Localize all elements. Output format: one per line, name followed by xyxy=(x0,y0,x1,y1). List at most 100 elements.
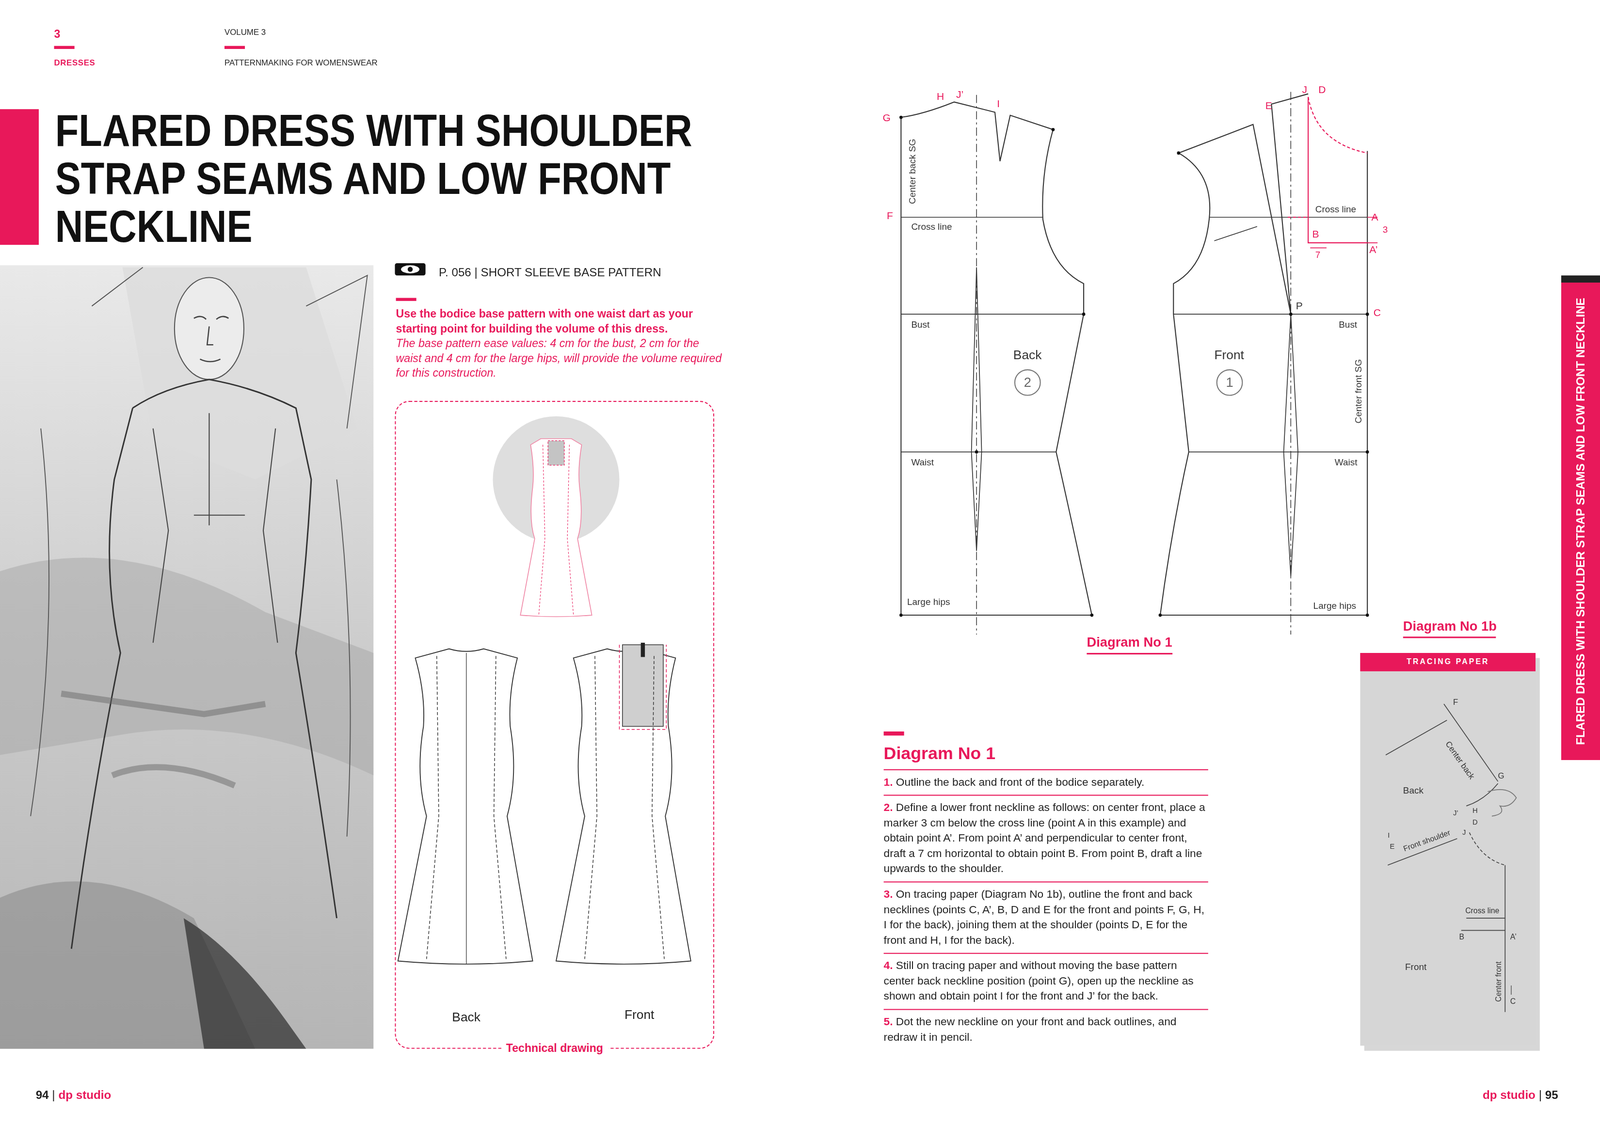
chapter-name: DRESSES xyxy=(54,58,96,69)
footer-part: dp xyxy=(58,1088,73,1102)
point-letter: J xyxy=(1301,83,1308,96)
point-letter: P xyxy=(1296,300,1303,313)
diagram-caption: Diagram No 1b xyxy=(1403,618,1497,635)
page-footer: dp studio | 95 xyxy=(1482,1087,1559,1102)
point-letter: D xyxy=(1472,818,1478,827)
point-letter: E xyxy=(1265,99,1273,112)
step-text: 3. On tracing paper (Diagram No 1b), out… xyxy=(883,881,1209,953)
line-label: Bust xyxy=(911,319,930,331)
tracing-paper xyxy=(1360,653,1536,1046)
point-letter: C xyxy=(1373,306,1381,320)
piece-number: 2 xyxy=(1014,369,1041,397)
book-title: PATTERNMAKING FOR WOMENSWEAR xyxy=(224,58,378,69)
point-letter: A’ xyxy=(1369,243,1378,256)
point-letter: B xyxy=(1312,228,1320,241)
piece-number: 1 xyxy=(1216,369,1244,397)
view-label: Back xyxy=(451,1010,481,1026)
tracing-panel: TRACING PAPER xyxy=(1360,653,1536,1046)
intro-column: Use the bodice base pattern with one wai… xyxy=(396,305,723,381)
point-letter: I xyxy=(1387,831,1390,840)
line-label: Center back xyxy=(1442,739,1476,782)
section-heading: Diagram No 1 xyxy=(883,743,996,765)
line-label: Cross line xyxy=(911,221,952,233)
title-bar xyxy=(0,109,39,245)
piece-name: Back xyxy=(1403,785,1424,798)
line-label: Cross line xyxy=(1465,906,1500,916)
chapter-number: 3 xyxy=(54,27,61,41)
point-letter: G xyxy=(882,112,891,125)
point-letter: J’ xyxy=(956,88,964,101)
side-tab-text: FLARED DRESS WITH SHOULDER STRAP SEAMS A… xyxy=(1573,297,1588,745)
piece-number-text: 2 xyxy=(1015,370,1040,396)
point-letter: J’ xyxy=(1453,809,1459,818)
view-label: Front xyxy=(624,1008,655,1024)
point-letter: H xyxy=(1472,807,1478,816)
footer-part: | xyxy=(1538,1088,1542,1102)
point-letter: J xyxy=(1462,828,1466,837)
drawing-frame: Technical drawing xyxy=(394,400,715,1049)
piece-name: Back xyxy=(1013,348,1042,364)
point-letter: G xyxy=(1498,771,1505,782)
point-letter: A xyxy=(1371,211,1379,224)
point-letter: H xyxy=(936,90,944,103)
header-bar xyxy=(54,46,75,49)
step-text: 1. Outline the back and front of the bod… xyxy=(883,769,1209,796)
line-label: Large hips xyxy=(907,596,950,608)
line-label: Large hips xyxy=(1313,601,1357,613)
intro-text: Use the bodice base pattern with one wai… xyxy=(396,305,723,336)
header-bar xyxy=(224,46,245,49)
tracing-panel-text: TRACING PAPER xyxy=(1360,653,1536,672)
line-label: Waist xyxy=(1334,457,1358,469)
footer-part: 95 xyxy=(1545,1088,1559,1102)
tab-band xyxy=(1561,275,1600,283)
volume-label: VOLUME 3 xyxy=(224,27,266,38)
step-number: 2. xyxy=(883,800,894,814)
point-letter: C xyxy=(1510,996,1516,1007)
diagram-caption: Diagram No 1 xyxy=(1086,634,1172,652)
piece-number-text: 1 xyxy=(1217,370,1243,396)
footer-part: | xyxy=(51,1088,55,1102)
eye-icon xyxy=(394,263,426,276)
line-label: Center front xyxy=(1493,961,1504,1002)
technical-drawing xyxy=(398,416,691,965)
step-text: 2. Define a lower front neckline as foll… xyxy=(883,794,1209,882)
drawing-frame-text: Technical drawing xyxy=(500,1040,608,1057)
grain-label: Center back SG xyxy=(907,138,919,205)
line-label: Waist xyxy=(911,457,934,469)
accent-bar xyxy=(396,298,417,302)
tracing-drawing xyxy=(1385,704,1517,1013)
page-footer: 94 | dp studio xyxy=(35,1087,112,1102)
accent-bar xyxy=(883,731,905,736)
step-text: 4. Still on tracing paper and without mo… xyxy=(883,953,1209,1010)
caption-underline xyxy=(1086,653,1173,655)
grain-label: Center front SG xyxy=(1353,359,1365,424)
line-label: Bust xyxy=(1338,319,1358,331)
point-letter: F xyxy=(1453,698,1458,709)
fashion-sketch xyxy=(0,265,374,1049)
footer-part: dp xyxy=(1482,1088,1498,1102)
point-letter: A’ xyxy=(1510,932,1517,943)
side-tab: FLARED DRESS WITH SHOULDER STRAP SEAMS A… xyxy=(1561,282,1600,761)
footer-part: studio xyxy=(76,1088,112,1102)
footer-part: studio xyxy=(1500,1088,1536,1102)
steps-column: 1. Outline the back and front of the bod… xyxy=(883,769,1209,1051)
dimension: 7 xyxy=(1315,250,1321,262)
step-number: 4. xyxy=(883,959,894,972)
step-number: 3. xyxy=(883,887,894,900)
point-letter: I xyxy=(996,97,1000,111)
footer-part: 94 xyxy=(35,1088,49,1102)
line-label: Front shoulder xyxy=(1402,828,1452,854)
pattern-diagram xyxy=(899,91,1378,635)
point-letter: B xyxy=(1459,932,1465,943)
step-number: 5. xyxy=(883,1015,894,1028)
line-label: Cross line xyxy=(1315,204,1357,216)
piece-name: Front xyxy=(1214,348,1244,364)
reference: P. 056 | SHORT SLEEVE BASE PATTERN xyxy=(438,265,662,280)
piece-name: Front xyxy=(1405,962,1427,974)
intro-note: The base pattern ease values: 4 cm for t… xyxy=(396,335,723,381)
point-letter: D xyxy=(1318,83,1326,96)
step-text: 5. Dot the new neckline on your front an… xyxy=(883,1008,1209,1050)
point-letter: E xyxy=(1389,842,1395,851)
caption-underline xyxy=(1403,636,1497,639)
